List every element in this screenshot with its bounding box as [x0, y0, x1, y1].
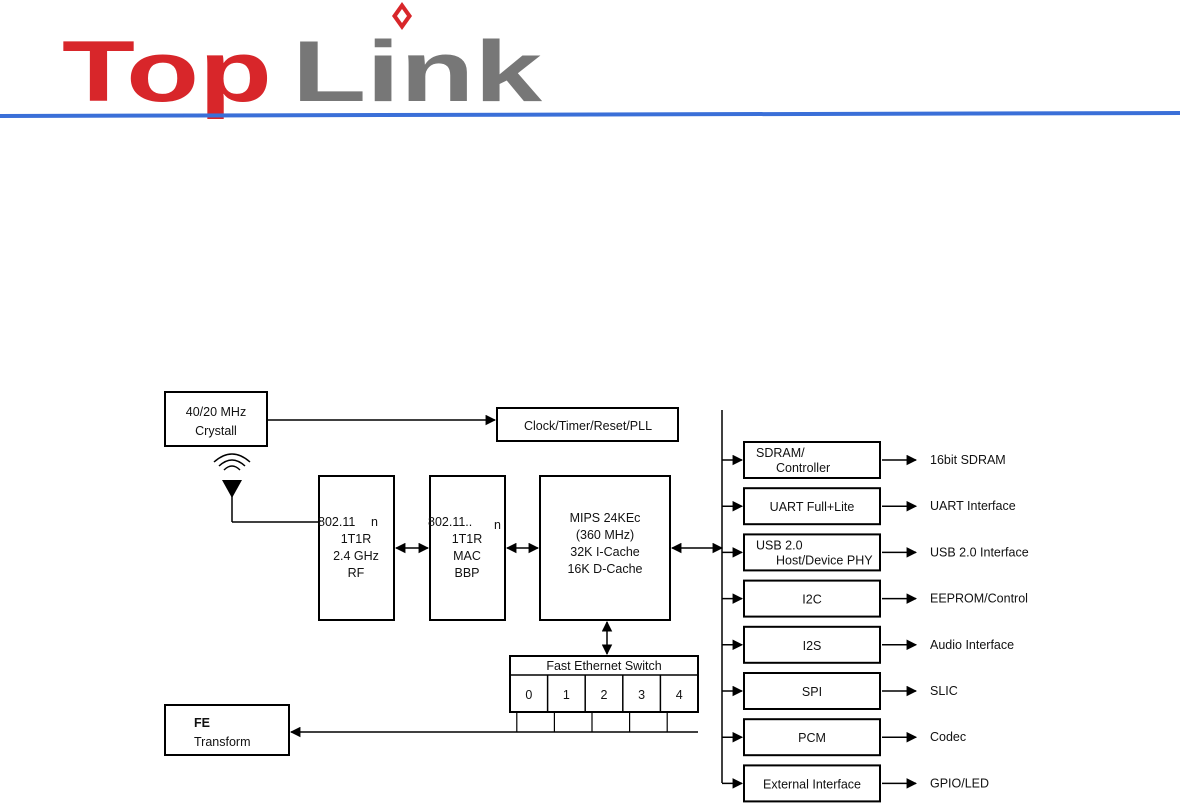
- interface-3: I2C EEPROM/Control: [722, 579, 1028, 618]
- interface-6: PCM Codec: [722, 718, 966, 757]
- interface-block-label-0-1: Controller: [776, 461, 830, 475]
- rf-label-line1: 1T1R: [341, 532, 372, 546]
- switch-port-0: 0: [525, 688, 532, 702]
- mac-label-line3: BBP: [454, 566, 479, 580]
- interface-0: SDRAM/Controller 16bit SDRAM: [722, 441, 1006, 479]
- interface-output-6: Codec: [930, 730, 966, 744]
- cpu-label-line2: (360 MHz): [576, 528, 634, 542]
- interface-block-7: [743, 764, 881, 803]
- cpu-block: [539, 475, 671, 621]
- interface-4: I2S Audio Interface: [722, 625, 1014, 664]
- interface-block-1: [743, 487, 881, 526]
- switch-port-3: 3: [638, 688, 645, 702]
- mac-label-line2: MAC: [453, 549, 481, 563]
- interface-output-7: GPIO/LED: [930, 776, 989, 790]
- interface-block-3: [743, 579, 881, 618]
- interface-5: SPI SLIC: [722, 672, 958, 710]
- logo-area: Top Link: [0, 2, 1180, 120]
- mac-bbp-block: [429, 475, 506, 621]
- rf-label-line2: 2.4 GHz: [333, 549, 379, 563]
- switch-port-4: 4: [676, 688, 683, 702]
- interface-block-label-2-1: Host/Device PHY: [776, 553, 873, 567]
- rf-label-head: 802.11: [318, 515, 355, 529]
- cpu-label-line3: 32K I-Cache: [570, 545, 640, 559]
- cpu-label-line1: MIPS 24KEc: [570, 511, 641, 525]
- mac-label-head: 802.11..: [428, 515, 472, 529]
- switch-title: Fast Ethernet Switch: [546, 659, 661, 673]
- interface-7: External Interface GPIO/LED: [722, 764, 989, 803]
- header-divider: [0, 111, 1180, 118]
- clock-label: Clock/Timer/Reset/PLL: [524, 419, 652, 433]
- header: Top Link: [0, 0, 1180, 120]
- interface-block-5: [743, 672, 881, 710]
- fe-label-line1: FE: [194, 716, 210, 730]
- interface-block-6: [743, 718, 881, 757]
- interface-block-4: [743, 625, 881, 664]
- interface-block-label-3-0: I2C: [802, 593, 821, 607]
- toplink-logo: Top Link: [62, 2, 542, 120]
- interface-block-label-7-0: External Interface: [763, 777, 861, 791]
- interface-output-2: USB 2.0 Interface: [930, 545, 1029, 559]
- interface-block-label-4-0: I2S: [803, 639, 822, 653]
- interface-output-0: 16bit SDRAM: [930, 453, 1006, 467]
- interface-output-5: SLIC: [930, 684, 958, 698]
- crystal-label-line2: Crystall: [195, 424, 237, 438]
- crystal-label-line1: 40/20 MHz: [186, 405, 246, 419]
- logo-diamond-icon: [392, 2, 412, 30]
- rf-block: [318, 475, 395, 621]
- antenna-icon: [213, 453, 319, 523]
- interface-blocks: SDRAM/Controller 16bit SDRAM UART Full+Lit…: [722, 441, 1029, 803]
- interface-block-label-2-0: USB 2.0: [756, 538, 803, 552]
- interface-1: UART Full+Lite UART Interface: [722, 487, 1016, 526]
- interface-block-label-0-0: SDRAM/: [756, 446, 805, 460]
- switch-ports: 0 1 2 3 4: [516, 675, 683, 732]
- switch-port-2: 2: [601, 688, 608, 702]
- interface-block-2: [743, 533, 881, 572]
- interface-block-label-1-0: UART Full+Lite: [770, 500, 855, 514]
- interface-block-0: [743, 441, 881, 479]
- cpu-label-line4: 16K D-Cache: [567, 562, 642, 576]
- ethernet-switch-block: [509, 655, 699, 713]
- rf-label-line3: RF: [348, 566, 365, 580]
- rf-label-n: n: [371, 515, 378, 529]
- switch-port-1: 1: [563, 688, 570, 702]
- logo-word-top: Top: [62, 24, 272, 120]
- fe-transform-block: [164, 704, 290, 756]
- logo-word-link: Link: [292, 24, 542, 120]
- fe-label-line2: Transform: [194, 735, 251, 749]
- interface-block-label-6-0: PCM: [798, 731, 826, 745]
- interface-output-1: UART Interface: [930, 499, 1016, 513]
- interface-block-label-5-0: SPI: [802, 685, 822, 699]
- interface-output-3: EEPROM/Control: [930, 592, 1028, 606]
- clock-block: [496, 407, 679, 442]
- crystal-block: [164, 391, 268, 447]
- mac-label-line1: 1T1R: [452, 532, 483, 546]
- mac-label-n: n: [494, 518, 501, 532]
- interface-output-4: Audio Interface: [930, 638, 1014, 652]
